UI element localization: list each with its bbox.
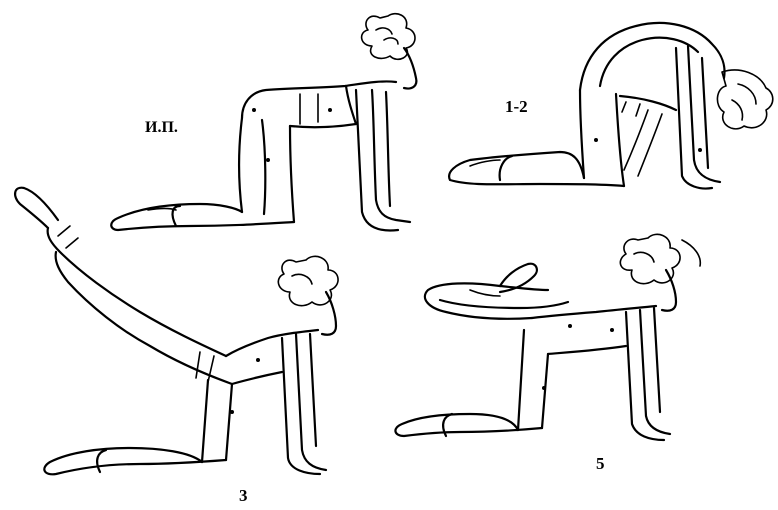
- label-exercise-3: 3: [239, 487, 248, 504]
- label-exercise-1-2: 1-2: [505, 98, 528, 115]
- label-exercise-5: 5: [596, 455, 605, 472]
- label-starting-position: И.П.: [145, 120, 178, 136]
- figure-exercise-1-2: [449, 23, 773, 189]
- figure-exercise-5: [395, 234, 700, 440]
- figure-exercise-3: [15, 188, 338, 475]
